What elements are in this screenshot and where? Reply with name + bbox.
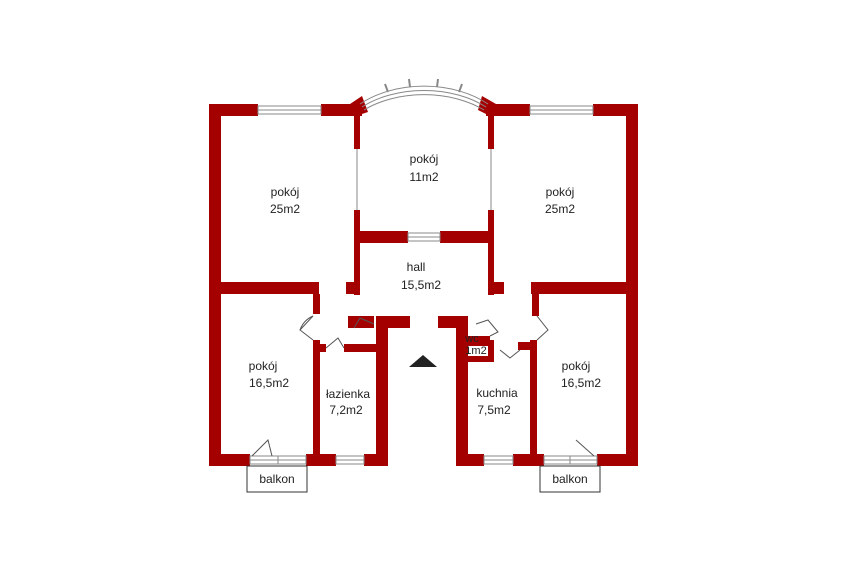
room-hall: hall 15,5m2: [401, 260, 441, 292]
room-kitchen: kuchnia 7,5m2: [476, 386, 518, 417]
walls: [209, 96, 638, 466]
room-left-top: pokój 25m2: [270, 185, 300, 216]
room-left-bottom: pokój 16,5m2: [249, 359, 290, 390]
room-bathroom-area: 7,2m2: [329, 403, 363, 417]
windows: [249, 105, 598, 465]
room-right-bottom-name: pokój: [562, 359, 591, 373]
room-right-top-name: pokój: [546, 185, 575, 199]
room-center-top-area: 11m2: [409, 170, 438, 184]
room-hall-area: 15,5m2: [401, 278, 441, 292]
balcony-left: balkon: [246, 465, 308, 493]
room-kitchen-area: 7,5m2: [477, 403, 511, 417]
room-right-top-area: 25m2: [545, 202, 575, 216]
entrance-arrow-icon: [409, 355, 437, 367]
room-kitchen-name: kuchnia: [476, 386, 518, 400]
room-left-top-area: 25m2: [270, 202, 300, 216]
room-right-bottom-area: 16,5m2: [561, 376, 601, 390]
room-bathroom-name: łazienka: [326, 387, 370, 401]
room-left-top-name: pokój: [271, 185, 300, 199]
room-center-top: pokój 11m2: [409, 152, 438, 184]
bay-window: [359, 78, 489, 111]
room-wc-name: wc: [464, 333, 479, 345]
room-right-top: pokój 25m2: [545, 185, 575, 216]
room-bathroom: łazienka 7,2m2: [326, 387, 370, 417]
balcony-left-label: balkon: [259, 472, 294, 486]
room-wc: wc 1m2: [464, 333, 486, 357]
room-wc-area: 1m2: [465, 345, 486, 357]
doors: [251, 315, 595, 457]
room-right-bottom: pokój 16,5m2: [561, 359, 601, 390]
room-left-bottom-area: 16,5m2: [249, 376, 289, 390]
room-left-bottom-name: pokój: [249, 359, 278, 373]
balcony-right: balkon: [539, 465, 601, 493]
room-hall-name: hall: [407, 260, 426, 274]
balcony-right-label: balkon: [552, 472, 587, 486]
room-center-top-name: pokój: [410, 152, 439, 166]
